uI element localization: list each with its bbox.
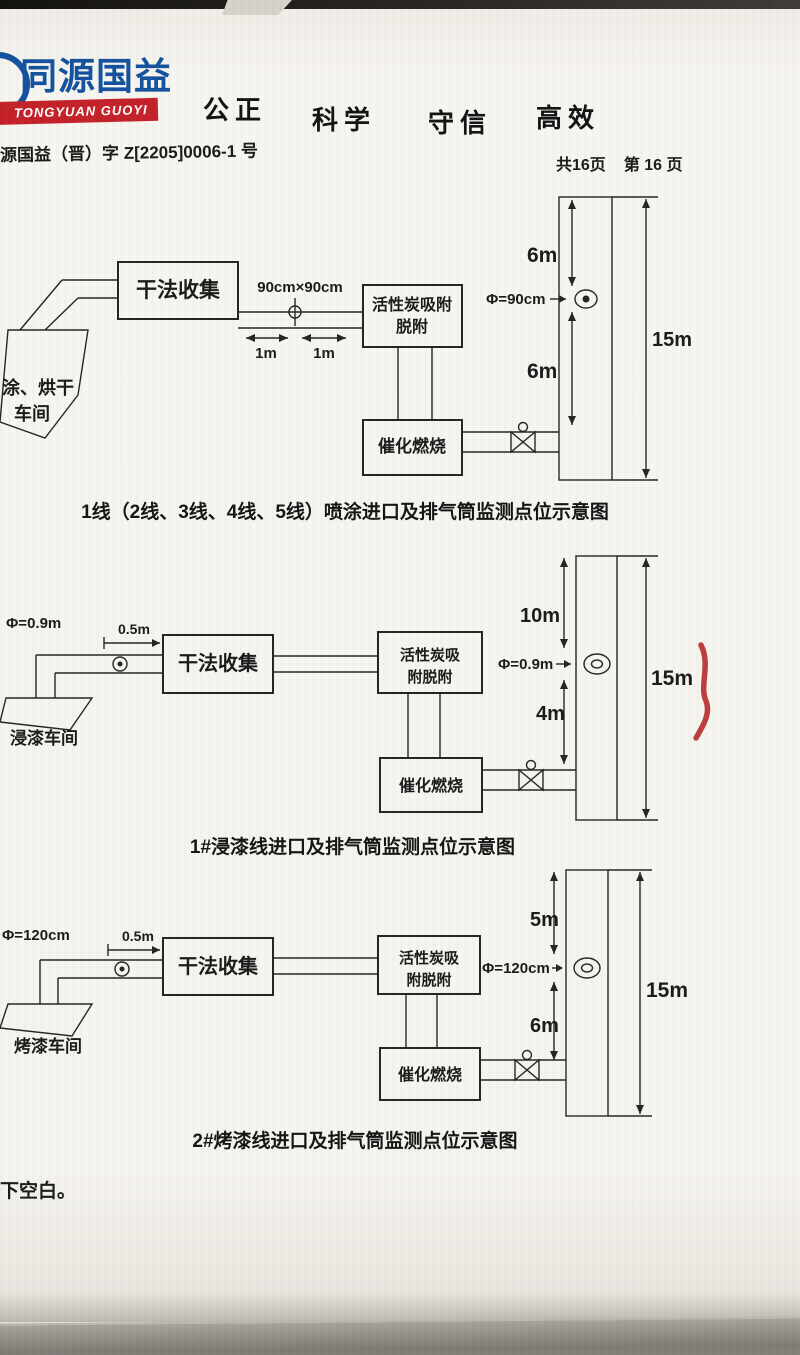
d2-inlet-port-icon <box>112 656 128 672</box>
d1-valve-icon <box>510 421 536 454</box>
d3-carbon-label-1: 活性炭吸 <box>399 949 460 967</box>
d3-outlet-duct <box>480 1049 566 1082</box>
logo-chinese-name: 同源国益 <box>20 56 172 97</box>
d3-stack-diameter-label: Φ=120cm <box>482 960 550 977</box>
d2-segment-top-label: 10m <box>520 605 560 627</box>
scan-top-edge <box>0 0 800 9</box>
slogan-science: 科学 <box>312 106 377 135</box>
diagram-1-spray-line: 涂、烘干 车间 干法收集 90cm×90cm 1m 1m 活性炭吸附 脱附 <box>0 196 692 481</box>
pages-total: 共16页 <box>556 157 606 174</box>
d3-valve-icon <box>514 1049 540 1082</box>
d2-dry-collection-label: 干法收集 <box>178 651 259 675</box>
d1-distance-right-label: 1m <box>313 345 335 362</box>
d1-exhaust-stack: Φ=90cm 6m 6m 15m <box>486 196 692 481</box>
d1-workshop-label-1: 涂、烘干 <box>2 377 74 398</box>
d3-segment-bottom-label: 6m <box>530 1015 559 1037</box>
d2-stack-port-icon <box>583 653 611 675</box>
blank-below-note: 下空白。 <box>0 1181 77 1202</box>
d1-segment-top-label: 6m <box>527 244 557 267</box>
d3-activated-carbon-box: 活性炭吸 附脱附 <box>377 935 481 995</box>
d1-dry-collection-label: 干法收集 <box>136 278 221 302</box>
d2-dry-collection-box: 干法收集 <box>162 634 274 694</box>
d1-activated-carbon-box: 活性炭吸附 脱附 <box>362 284 463 348</box>
d1-workshop-label-2: 车间 <box>14 403 50 424</box>
d1-outlet-duct <box>462 421 559 454</box>
d2-activated-carbon-box: 活性炭吸 附脱附 <box>377 631 483 694</box>
d1-segment-bottom-label: 6m <box>527 360 557 383</box>
d2-catalytic-label: 催化燃烧 <box>399 776 463 795</box>
d3-carbon-label-2: 附脱附 <box>406 971 451 989</box>
d3-catalytic-label: 催化燃烧 <box>398 1065 462 1084</box>
diagram-2-dip-paint-line: Φ=0.9m 0.5m 浸漆车间 干法收集 <box>0 555 711 821</box>
d3-inlet-duct <box>39 959 163 1004</box>
d2-exhaust-stack: Φ=0.9m 10m 4m 15m <box>498 555 693 821</box>
d2-workshop-label: 浸漆车间 <box>10 728 78 748</box>
d2-inlet-diameter-label: Φ=0.9m <box>6 615 61 632</box>
d2-carbon-label-1: 活性炭吸 <box>400 646 461 664</box>
page-number-info: 共16页第 16 页 <box>556 151 701 175</box>
d3-dry-collection-label: 干法收集 <box>178 954 259 978</box>
page-current: 第 16 页 <box>623 157 683 174</box>
d1-stack-total-label: 15m <box>652 329 692 351</box>
logo-english-name: TONGYUAN GUOYI <box>0 97 158 126</box>
company-logo: 同源国益 TONGYUAN GUOYI <box>0 50 200 142</box>
d2-valve-icon <box>518 759 544 792</box>
scan-bottom-edge <box>0 1316 800 1355</box>
d3-stack-port-icon <box>573 957 601 979</box>
d3-inlet-port-icon <box>114 961 130 977</box>
diagram-3-bake-paint-line: Φ=120cm 0.5m 烤漆车间 干法收集 <box>0 869 688 1117</box>
d1-distance-left-label: 1m <box>255 345 277 362</box>
d2-inlet-distance-label: 0.5m <box>118 621 150 637</box>
d3-exhaust-stack: Φ=120cm 5m 6m 15m <box>482 869 688 1117</box>
d1-inlet-monitoring-point: 90cm×90cm 1m 1m <box>238 279 363 362</box>
slogan-efficiency: 高效 <box>536 104 601 133</box>
d2-carbon-label-2: 附脱附 <box>407 668 452 686</box>
d2-catalytic-combustion-box: 催化燃烧 <box>379 757 483 813</box>
d2-stack-total-label: 15m <box>651 667 693 690</box>
d1-catalytic-label: 催化燃烧 <box>378 436 446 456</box>
d3-workshop-label: 烤漆车间 <box>14 1036 82 1056</box>
d1-dry-collection-box: 干法收集 <box>117 261 239 320</box>
d3-inlet-diameter-label: Φ=120cm <box>2 927 70 944</box>
diagram-1-caption: 1线（2线、3线、4线、5线）喷涂进口及排气筒监测点位示意图 <box>81 502 609 523</box>
d3-dry-collection-box: 干法收集 <box>162 937 274 996</box>
d1-workshop: 涂、烘干 车间 <box>0 279 118 439</box>
slogan-trust: 守信 <box>428 109 493 138</box>
d3-segment-top-label: 5m <box>530 909 559 931</box>
d3-workshop: 烤漆车间 <box>0 1003 94 1056</box>
d1-carbon-label-1: 活性炭吸附 <box>372 295 452 314</box>
d2-segment-bottom-label: 4m <box>536 703 565 725</box>
d3-catalytic-combustion-box: 催化燃烧 <box>379 1047 481 1101</box>
d2-stack-diameter-label: Φ=0.9m <box>498 656 553 673</box>
d2-outlet-duct <box>482 759 576 792</box>
diagram-3-caption: 2#烤漆线进口及排气筒监测点位示意图 <box>192 1131 518 1152</box>
red-pen-mark <box>693 642 711 741</box>
d1-stack-port-icon <box>574 289 598 309</box>
page-corner-fold <box>222 0 292 15</box>
d3-stack-total-label: 15m <box>646 979 688 1002</box>
d2-workshop: 浸漆车间 <box>0 697 94 748</box>
d2-inlet-duct <box>35 654 163 698</box>
d1-catalytic-combustion-box: 催化燃烧 <box>362 419 463 476</box>
d1-carbon-label-2: 脱附 <box>396 317 428 336</box>
slogan-fairness: 公正 <box>203 96 268 125</box>
d3-inlet-distance-label: 0.5m <box>122 928 154 944</box>
document-number: 源国益（晋）字 Z[2205]0006-1 号 <box>0 141 259 165</box>
diagram-2-caption: 1#浸漆线进口及排气筒监测点位示意图 <box>189 837 516 858</box>
d1-stack-diameter-label: Φ=90cm <box>486 291 545 308</box>
d1-duct-size-label: 90cm×90cm <box>257 279 343 296</box>
